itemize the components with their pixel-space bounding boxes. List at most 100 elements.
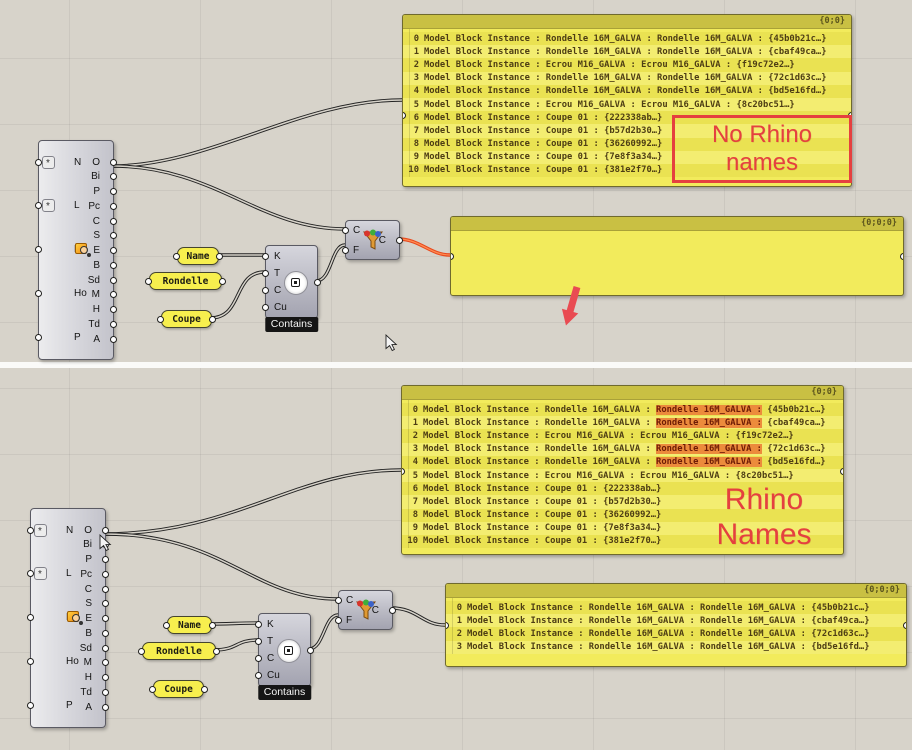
- input-port[interactable]: F: [342, 244, 368, 256]
- port-nub-icon[interactable]: [27, 570, 34, 578]
- input-port[interactable]: F: [335, 614, 361, 626]
- port-nub-icon[interactable]: [840, 468, 843, 475]
- port-nub-icon[interactable]: [102, 585, 109, 593]
- port-nub-icon[interactable]: [102, 688, 109, 696]
- preset-star-icon[interactable]: [34, 523, 47, 537]
- port-nub-icon[interactable]: [307, 646, 314, 654]
- input-port[interactable]: N: [27, 523, 91, 537]
- coupe-panel-top[interactable]: Coupe: [157, 310, 216, 328]
- input-port[interactable]: Lo: [35, 242, 99, 256]
- port-nub-icon[interactable]: [27, 701, 34, 709]
- port-nub-icon[interactable]: [27, 526, 34, 534]
- port-nub-icon[interactable]: [27, 657, 34, 665]
- port-nub-icon[interactable]: [255, 654, 262, 662]
- port-nub-icon[interactable]: [110, 232, 117, 240]
- input-port[interactable]: Lo: [27, 610, 91, 624]
- port-nub-icon[interactable]: [262, 303, 269, 311]
- port-nub-icon[interactable]: [102, 659, 109, 667]
- port-nub-icon[interactable]: [219, 277, 226, 285]
- output-port[interactable]: P: [31, 554, 109, 566]
- coupe-panel-bottom[interactable]: Coupe: [149, 680, 208, 698]
- output-port[interactable]: B: [31, 627, 109, 639]
- name-panel-top[interactable]: Name: [173, 247, 223, 265]
- port-nub-icon[interactable]: [35, 289, 42, 297]
- port-nub-icon[interactable]: [262, 286, 269, 294]
- input-port[interactable]: L: [35, 199, 99, 213]
- port-nub-icon[interactable]: [255, 637, 262, 645]
- port-nub-icon[interactable]: [110, 188, 117, 195]
- output-port[interactable]: Sd: [39, 274, 117, 286]
- input-port[interactable]: T: [262, 267, 296, 279]
- input-port[interactable]: P: [27, 699, 91, 711]
- output-port[interactable]: C: [363, 604, 396, 616]
- port-nub-icon[interactable]: [209, 315, 216, 323]
- port-nub-icon[interactable]: [213, 647, 220, 655]
- port-nub-icon[interactable]: [209, 621, 216, 629]
- port-nub-icon[interactable]: [102, 644, 109, 652]
- input-port[interactable]: C: [255, 652, 289, 664]
- port-nub-icon[interactable]: [342, 226, 349, 234]
- port-nub-icon[interactable]: [903, 622, 906, 629]
- port-nub-icon[interactable]: [110, 291, 117, 299]
- port-nub-icon[interactable]: [110, 158, 117, 166]
- port-nub-icon[interactable]: [173, 252, 180, 260]
- port-nub-icon[interactable]: [110, 306, 117, 313]
- input-port[interactable]: Ho: [27, 655, 91, 667]
- output-port[interactable]: C: [39, 215, 117, 227]
- port-nub-icon[interactable]: [27, 614, 34, 621]
- port-nub-icon[interactable]: [396, 236, 403, 244]
- port-nub-icon[interactable]: [110, 320, 117, 328]
- port-nub-icon[interactable]: [216, 252, 223, 260]
- port-nub-icon[interactable]: [342, 246, 349, 254]
- port-nub-icon[interactable]: [35, 333, 42, 341]
- preset-star-icon[interactable]: [42, 155, 55, 169]
- output-port[interactable]: O: [31, 524, 109, 536]
- port-nub-icon[interactable]: [110, 261, 117, 269]
- port-nub-icon[interactable]: [335, 616, 342, 624]
- port-nub-icon[interactable]: [335, 596, 342, 604]
- port-nub-icon[interactable]: [35, 246, 42, 253]
- port-nub-icon[interactable]: [102, 600, 109, 608]
- input-port[interactable]: Cu: [255, 669, 289, 681]
- output-port[interactable]: P: [39, 186, 117, 198]
- port-nub-icon[interactable]: [110, 217, 117, 225]
- port-nub-icon[interactable]: [157, 315, 164, 323]
- port-nub-icon[interactable]: [102, 570, 109, 578]
- output-port[interactable]: E: [31, 613, 109, 625]
- output-port[interactable]: M: [31, 657, 109, 669]
- port-nub-icon[interactable]: [149, 685, 156, 693]
- port-nub-icon[interactable]: [110, 173, 117, 181]
- input-port[interactable]: C: [335, 594, 361, 606]
- input-port[interactable]: Ho: [35, 287, 99, 299]
- port-nub-icon[interactable]: [262, 269, 269, 277]
- input-port[interactable]: L: [27, 567, 91, 581]
- port-nub-icon[interactable]: [163, 621, 170, 629]
- output-port[interactable]: M: [39, 289, 117, 301]
- port-nub-icon[interactable]: [138, 647, 145, 655]
- input-port[interactable]: C: [262, 284, 296, 296]
- port-nub-icon[interactable]: [102, 556, 109, 563]
- port-nub-icon[interactable]: [102, 526, 109, 534]
- output-port[interactable]: Pc: [31, 568, 109, 580]
- preset-star-icon[interactable]: [42, 199, 55, 213]
- port-nub-icon[interactable]: [110, 335, 117, 343]
- port-nub-icon[interactable]: [102, 629, 109, 637]
- output-port[interactable]: Bi: [39, 171, 117, 183]
- port-nub-icon[interactable]: [110, 276, 117, 284]
- output-port[interactable]: Td: [39, 318, 117, 330]
- output-port[interactable]: E: [39, 245, 117, 257]
- port-nub-icon[interactable]: [201, 685, 208, 693]
- input-port[interactable]: K: [255, 618, 289, 630]
- port-nub-icon[interactable]: [102, 615, 109, 622]
- input-port[interactable]: T: [255, 635, 289, 647]
- port-nub-icon[interactable]: [102, 703, 109, 711]
- port-nub-icon[interactable]: [35, 158, 42, 166]
- output-port[interactable]: Pc: [39, 200, 117, 212]
- input-port[interactable]: P: [35, 331, 99, 343]
- output-port[interactable]: H: [39, 304, 117, 316]
